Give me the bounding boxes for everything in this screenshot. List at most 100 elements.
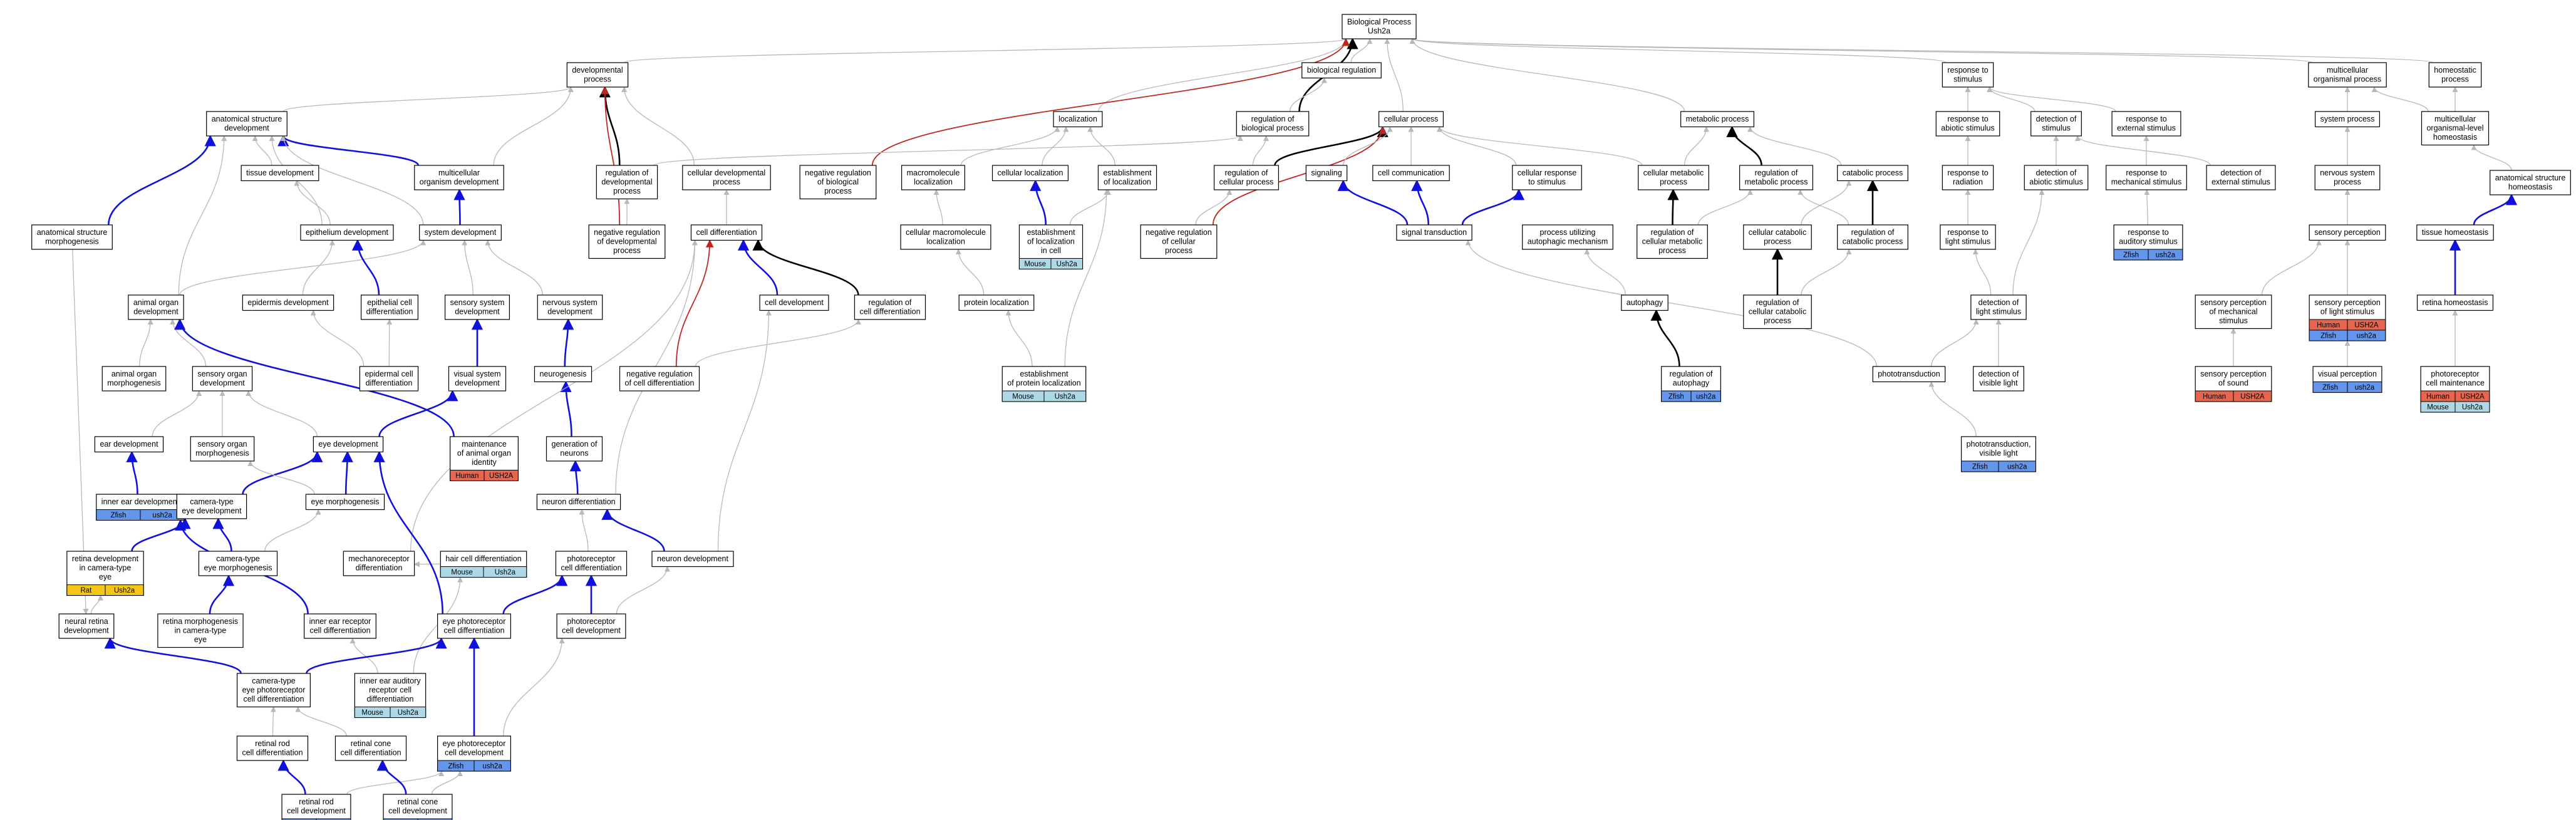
term-node-cell-dev[interactable]: cell development [759, 294, 829, 311]
term-node-cell-loc[interactable]: cellular localization [991, 165, 1069, 182]
term-node-catab[interactable]: catabolic process [1837, 165, 1908, 182]
term-node-prot-loc[interactable]: protein localization [958, 294, 1035, 311]
term-node-bioreg[interactable]: biological regulation [1301, 62, 1382, 79]
term-node-epi-dev[interactable]: epithelium development [300, 224, 394, 241]
term-node-cell-diff[interactable]: cell differentiation [690, 224, 763, 241]
term-node-tissue-dev[interactable]: tissue development [241, 165, 319, 182]
term-node-ear-dev[interactable]: ear development [94, 436, 164, 453]
term-node-cell-comm[interactable]: cell communication [1372, 165, 1450, 182]
term-node-cell-proc[interactable]: cellular process [1378, 111, 1444, 128]
term-node-neurogenesis[interactable]: neurogenesis [534, 366, 592, 383]
term-node-tissue-homeo[interactable]: tissue homeostasis [2416, 224, 2494, 241]
term-node-neuron-dev[interactable]: neuron development [651, 551, 734, 568]
term-node-sig-trans[interactable]: signal transduction [1396, 224, 1472, 241]
term-node-eye-dev[interactable]: eye development [313, 436, 384, 453]
term-node-metab[interactable]: metabolic process [1680, 111, 1754, 128]
term-node-phototrans[interactable]: phototransduction [1872, 366, 1946, 383]
term-node-signaling[interactable]: signaling [1305, 165, 1348, 182]
term-node-retina-homeo[interactable]: retina homeostasis [2416, 294, 2494, 311]
term-node-sys-proc[interactable]: system process [2314, 111, 2381, 128]
term-node-neuron-diff[interactable]: neuron differentiation [536, 494, 621, 511]
term-node-autophagy[interactable]: autophagy [1621, 294, 1668, 311]
term-node-sys-dev[interactable]: system development [419, 224, 502, 241]
term-node-eye-morph[interactable]: eye morphogenesis [305, 494, 385, 511]
term-node-localization[interactable]: localization [1053, 111, 1103, 128]
term-node-sens-perc[interactable]: sensory perception [2309, 224, 2386, 241]
